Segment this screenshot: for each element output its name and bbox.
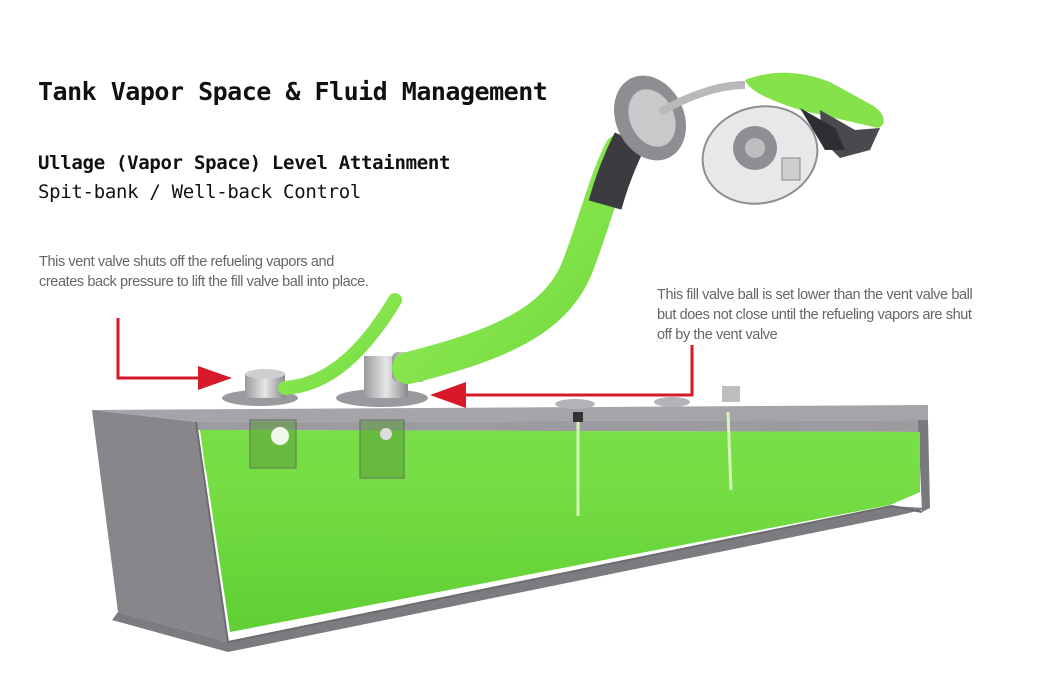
fuel-cap-door [701,105,819,205]
fill-valve-callout-arrow [430,345,694,408]
section-heading: Ullage (Vapor Space) Level Attainment [38,152,451,174]
fill-valve-cage [359,419,405,479]
fuel-fluid [200,430,920,632]
vent-valve-annotation: This vent valve shuts off the refueling … [39,254,369,290]
fill-hose [392,132,646,384]
fuel-tank [92,405,930,652]
level-sender-tubes [573,411,733,516]
section-subheading: Spit-bank / Well-back Control [38,181,362,203]
vent-valve-cage [249,419,297,469]
vent-valve-callout-arrow [116,318,232,390]
fill-neck [614,75,746,161]
vent-hose [278,293,402,395]
fill-valve-annotation: This fill valve ball is set lower than t… [657,287,973,343]
tank-fittings [222,352,740,409]
fuel-nozzle-icon [745,72,884,158]
page-title: Tank Vapor Space & Fluid Management [38,77,548,106]
